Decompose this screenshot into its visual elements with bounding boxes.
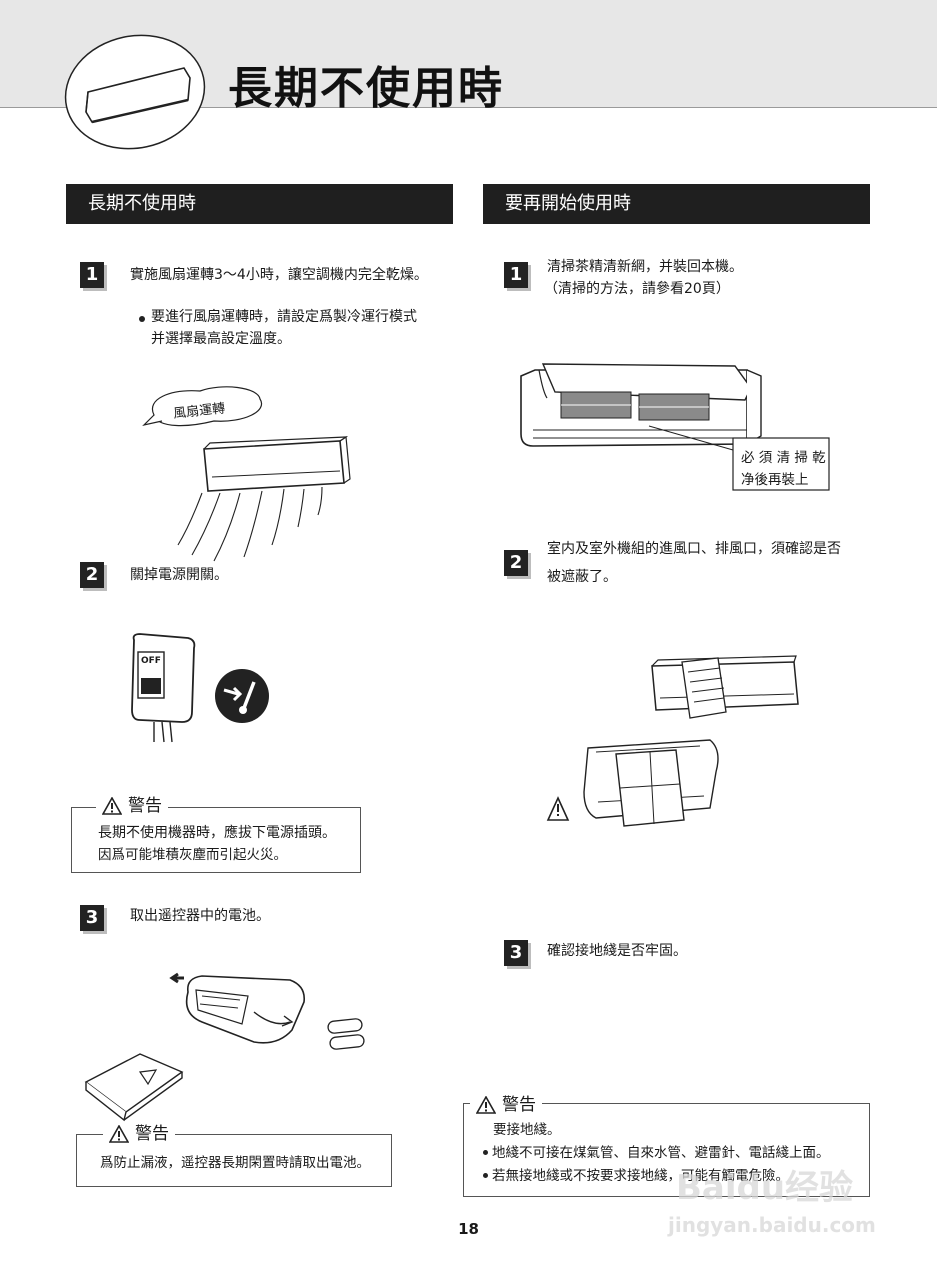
step-number: 2 bbox=[80, 562, 104, 588]
warning-bullet-text: 地綫不可接在煤氣管、自來水管、避雷針、電話綫上面。 bbox=[492, 1145, 830, 1161]
step-text: 實施風扇運轉3～4小時，讓空調機内完全乾燥。 bbox=[130, 267, 428, 283]
callout-text: 净後再裝上 bbox=[741, 472, 809, 488]
bullet-text: 要進行風扇運轉時，請設定爲製冷運行模式 bbox=[151, 309, 417, 325]
section-bar-long-term: 長期不使用時 bbox=[66, 184, 453, 224]
step-text: 確認接地綫是否牢固。 bbox=[547, 943, 687, 959]
warning-text: 要接地綫。 bbox=[493, 1122, 561, 1138]
power-switch-illustration bbox=[131, 633, 269, 743]
step-text: 清掃茶精清新網，并裝回本機。 bbox=[547, 259, 743, 275]
warning-icon bbox=[102, 797, 122, 815]
blocked-vents-illustration bbox=[546, 655, 799, 827]
bullet-text: 并選擇最高設定溫度。 bbox=[151, 331, 291, 347]
warning-legend: 警告 bbox=[103, 1124, 175, 1144]
warning-box bbox=[71, 807, 361, 873]
warning-text: 因爲可能堆積灰塵而引起火災。 bbox=[98, 847, 287, 863]
warning-legend-text: 警告 bbox=[135, 1124, 169, 1144]
warning-legend-text: 警告 bbox=[128, 796, 162, 816]
step-number: 1 bbox=[504, 262, 528, 288]
warning-text: 爲防止漏液，遥控器長期閑置時請取出電池。 bbox=[100, 1155, 370, 1171]
step-number: 2 bbox=[504, 550, 528, 576]
bullet-dot bbox=[483, 1150, 488, 1155]
warning-legend-text: 警告 bbox=[502, 1095, 536, 1115]
step-number: 3 bbox=[504, 940, 528, 966]
warning-legend: 警告 bbox=[470, 1095, 542, 1115]
step-number: 1 bbox=[80, 262, 104, 288]
watermark-brand: Baidu经验 bbox=[676, 1168, 854, 1208]
warning-box bbox=[463, 1103, 870, 1197]
step-text: 室内及室外機組的進風口、排風口，須確認是否 bbox=[547, 541, 841, 557]
warning-legend: 警告 bbox=[96, 796, 168, 816]
warning-bullet-text: 若無接地綫或不按要求接地綫，可能有觸電危險。 bbox=[492, 1168, 789, 1184]
step-number: 3 bbox=[80, 905, 104, 931]
page-title: 長期不使用時 bbox=[228, 63, 504, 114]
step-text: 取出遥控器中的電池。 bbox=[130, 908, 270, 924]
battery-icon bbox=[327, 1018, 365, 1050]
indoor-unit-fan-illustration bbox=[142, 386, 351, 562]
step-text: 被遮蔽了。 bbox=[547, 569, 617, 585]
watermark-url: jingyan.baidu.com bbox=[668, 1213, 876, 1237]
page-number: 18 bbox=[458, 1220, 479, 1238]
section-title: 要再開始使用時 bbox=[505, 193, 631, 214]
remote-battery-illustration bbox=[84, 972, 365, 1122]
air-conditioner-logo-icon bbox=[64, 34, 206, 150]
section-bar-restart: 要再開始使用時 bbox=[483, 184, 870, 224]
step-text: （清掃的方法，請參看20頁） bbox=[544, 281, 730, 297]
section-title: 長期不使用時 bbox=[88, 193, 196, 214]
warning-icon bbox=[476, 1096, 496, 1114]
bullet-dot bbox=[139, 316, 145, 322]
step-text: 關掉電源開關。 bbox=[130, 567, 228, 583]
callout-text: 必 須 清 掃 乾 bbox=[741, 450, 826, 466]
warning-text: 長期不使用機器時，應拔下電源插頭。 bbox=[98, 825, 336, 841]
filter-cleaning-illustration bbox=[520, 363, 830, 491]
warning-icon bbox=[109, 1125, 129, 1143]
switch-off-label: OFF bbox=[141, 656, 161, 666]
bullet-dot bbox=[483, 1173, 488, 1178]
